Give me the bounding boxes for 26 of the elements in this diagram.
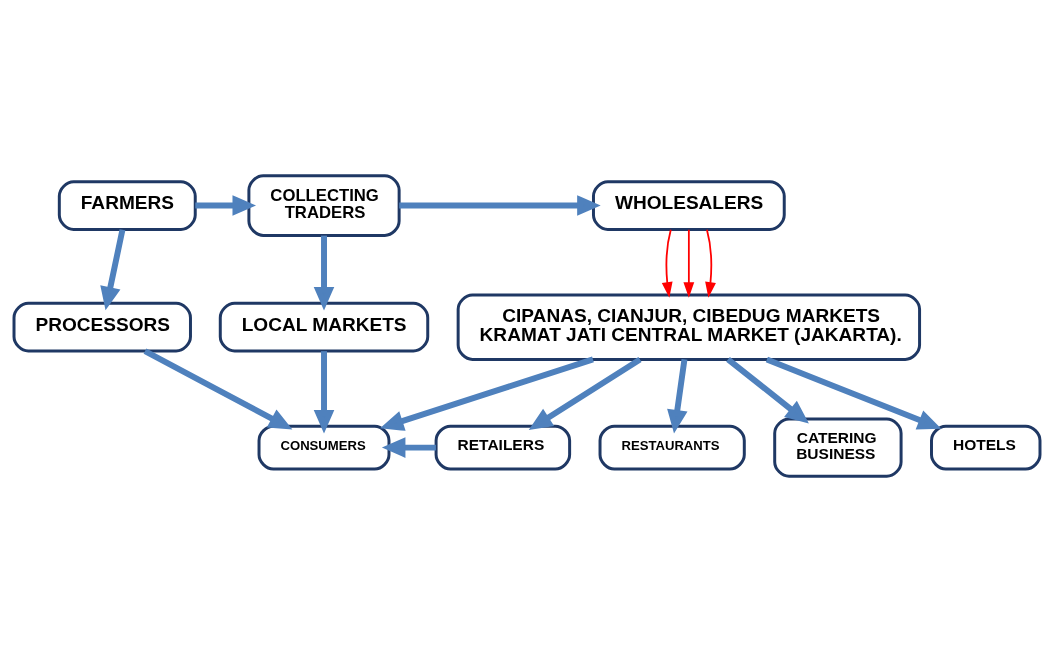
arrow <box>143 348 293 430</box>
arrow <box>380 356 594 431</box>
arrow <box>381 437 436 458</box>
arrow <box>399 195 601 216</box>
arrow <box>726 357 809 424</box>
arrow <box>705 228 716 298</box>
arrow <box>765 356 942 430</box>
node-box: RESTAURANTS <box>598 424 746 471</box>
node-box: CIPANAS, CIANJUR, CIBEDUG MARKETS KRAMAT JATI CENTRAL MARKET (JAKARTA). <box>456 293 922 361</box>
arrow <box>528 356 642 430</box>
arrow <box>667 359 688 434</box>
node-box: RETAILERS <box>434 424 572 471</box>
arrow <box>313 351 335 434</box>
arrow <box>195 195 256 216</box>
node-box: FARMERS <box>57 180 197 231</box>
node-box: COLLECTING TRADERS <box>247 174 401 237</box>
node-box: CONSUMERS <box>257 424 391 471</box>
arrow <box>100 229 126 311</box>
arrow <box>683 228 695 298</box>
node-box: LOCAL MARKETS <box>218 301 430 353</box>
node-box: CATERING BUSINESS <box>773 417 903 478</box>
arrow <box>661 228 673 298</box>
arrow <box>313 235 335 311</box>
node-box: PROCESSORS <box>12 301 192 353</box>
node-box: WHOLESALERS <box>592 180 786 231</box>
node-box: HOTELS <box>930 424 1042 471</box>
